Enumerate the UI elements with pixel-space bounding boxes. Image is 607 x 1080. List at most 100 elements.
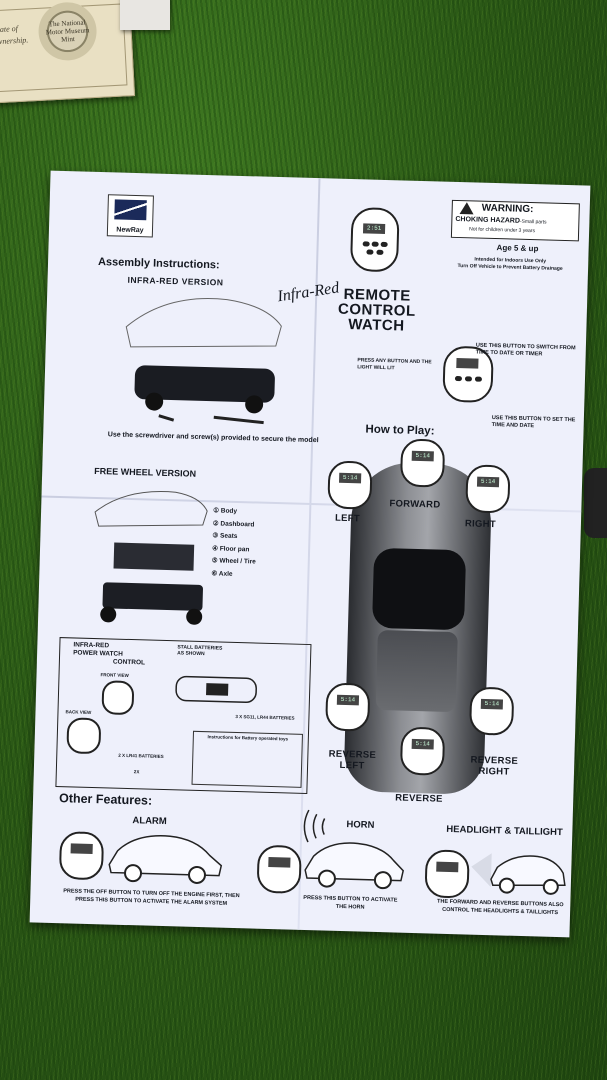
logo-mark-icon bbox=[114, 199, 147, 221]
warning-triangle-icon bbox=[459, 202, 474, 215]
headlight-note: THE FORWARD AND REVERSE BUTTONS ALSO CON… bbox=[436, 898, 564, 917]
choking-sub: -Small parts bbox=[519, 218, 547, 226]
reverse-right-line-1: REVERSE bbox=[470, 754, 519, 767]
right-label: RIGHT bbox=[464, 518, 497, 531]
part-item: ② Dashboard bbox=[212, 519, 255, 528]
certificate-line-2: wnership. bbox=[0, 35, 29, 47]
free-wheel-version-label: FREE WHEEL VERSION bbox=[94, 465, 197, 479]
car-windshield bbox=[371, 547, 467, 631]
car-outline bbox=[175, 675, 257, 704]
wheel-icon bbox=[186, 608, 203, 625]
wheel-icon bbox=[542, 878, 559, 895]
sound-waves-icon bbox=[303, 809, 326, 843]
wheel-icon bbox=[187, 865, 206, 884]
product-title-line-3: WATCH bbox=[347, 315, 405, 335]
watch-button-icon bbox=[362, 241, 370, 247]
watch-left: 5:14 bbox=[327, 460, 373, 510]
age-label: Age 5 & up bbox=[496, 243, 539, 254]
watch-screen: 5:14 bbox=[338, 472, 362, 484]
stall-batteries-label: STALL BATTERIES AS SHOWN bbox=[177, 644, 222, 657]
watch-reverse-right: 5:14 bbox=[469, 686, 515, 736]
watch-screen-blank bbox=[268, 856, 291, 868]
reverse-left-line-2: LEFT bbox=[339, 759, 365, 772]
dashboard-seats bbox=[113, 542, 195, 571]
watch-button-icon bbox=[474, 376, 483, 382]
car-outline bbox=[490, 855, 566, 886]
light-button-note: PRESS ANY BUTTON AND THE LIGHT WILL LIT bbox=[357, 357, 432, 372]
wheel-icon bbox=[245, 395, 264, 414]
reverse-right-line-2: RIGHT bbox=[478, 765, 510, 778]
set-button-note: USE THIS BUTTON TO SET THE TIME AND DATE bbox=[491, 415, 576, 430]
seal-text: The National Motor Museum Mint bbox=[45, 18, 90, 44]
headlight-label: HEADLIGHT & TAILLIGHT bbox=[446, 823, 563, 839]
battery-model-label: 2X bbox=[133, 769, 140, 775]
horn-watch bbox=[256, 844, 302, 894]
left-label: LEFT bbox=[334, 512, 361, 525]
back-view-label: BACK VIEW bbox=[65, 709, 92, 715]
warning-title: WARNING: bbox=[481, 202, 534, 216]
forward-label: FORWARD bbox=[389, 498, 441, 511]
watch-button-icon bbox=[371, 241, 379, 247]
car-rear-deck bbox=[375, 629, 458, 713]
watch-screen-blank bbox=[70, 843, 93, 855]
alarm-note: PRESS THE OFF BUTTON TO TURN OFF THE ENG… bbox=[63, 888, 240, 907]
watch-button-icon bbox=[454, 375, 463, 382]
logo-text: NewRay bbox=[116, 226, 144, 235]
newray-logo: NewRay bbox=[106, 194, 154, 238]
headlight-beam-icon bbox=[471, 853, 492, 888]
reverse-right-label: REVERSE RIGHT bbox=[462, 754, 527, 778]
reverse-label: REVERSE bbox=[395, 792, 443, 805]
car-body-outline bbox=[125, 297, 282, 348]
wheel-icon bbox=[100, 606, 117, 623]
part-item: ⑤ Wheel / Tire bbox=[211, 557, 256, 566]
panel-watch-back bbox=[66, 717, 102, 755]
horn-car-icon bbox=[303, 809, 405, 890]
wheel-icon bbox=[317, 869, 336, 888]
watch-right: 5:14 bbox=[465, 464, 511, 514]
product-title: REMOTE CONTROL WATCH bbox=[316, 286, 437, 335]
parts-list: ① Body ② Dashboard ③ Seats ④ Floor pan ⑤… bbox=[211, 505, 257, 581]
alarm-watch bbox=[58, 831, 105, 881]
watch-forward: 5:14 bbox=[399, 438, 446, 488]
part-item: ③ Seats bbox=[212, 532, 238, 540]
assembly-title: Assembly Instructions: bbox=[97, 255, 220, 272]
floor-pan bbox=[102, 582, 203, 611]
screwdriver-note: Use the screwdriver and screw(s) provide… bbox=[107, 431, 319, 445]
white-box bbox=[120, 0, 170, 30]
screwdriver-icon bbox=[158, 414, 264, 425]
alarm-car-icon bbox=[108, 835, 223, 884]
headlight-watch bbox=[424, 849, 470, 899]
watch-button-icon bbox=[376, 249, 384, 255]
reverse-left-line-1: REVERSE bbox=[328, 748, 377, 761]
part-item: ① Body bbox=[213, 507, 238, 515]
instruction-sheet: NewRay WARNING: CHOKING HAZARD-Small par… bbox=[29, 170, 591, 938]
panel-watch-front bbox=[101, 680, 135, 716]
indoors-note: Intended for Indoors Use Only Turn Off V… bbox=[440, 256, 580, 274]
watch-screen-blank bbox=[456, 358, 479, 369]
horn-note: PRESS THIS BUTTON TO ACTIVATE THE HORN bbox=[303, 894, 398, 911]
watch-button-icon bbox=[366, 249, 374, 255]
power-panel-title: INFRA-RED POWER WATCH CONTROL bbox=[73, 641, 146, 667]
watch-screen: 5:14 bbox=[480, 698, 504, 710]
battery-instructions-title: Instructions for Battery operated toys bbox=[207, 734, 289, 742]
watch-screen-blank bbox=[436, 861, 459, 873]
wheel-icon bbox=[124, 864, 143, 883]
watch-button-icon bbox=[380, 241, 388, 248]
watch-reverse: 5:14 bbox=[399, 726, 446, 776]
part-item: ④ Floor pan bbox=[212, 544, 250, 553]
certificate-card: cate of wnership. The National Motor Mus… bbox=[0, 0, 136, 104]
other-features-title: Other Features: bbox=[58, 791, 153, 808]
car-assembly-diagram bbox=[125, 297, 282, 425]
part-item: ⑥ Axle bbox=[211, 569, 233, 578]
watch-reverse-left: 5:14 bbox=[325, 682, 371, 732]
how-to-play-title: How to Play: bbox=[365, 423, 435, 438]
car-body-outline bbox=[94, 491, 208, 527]
battery-icon bbox=[206, 683, 229, 696]
watch-screen: 5:14 bbox=[476, 476, 500, 488]
watch-button-icon bbox=[464, 376, 473, 382]
switch-button-note: USE THIS BUTTON TO SWITCH FROM TIME TO D… bbox=[475, 342, 576, 358]
car-chassis bbox=[134, 365, 275, 403]
wheel-icon bbox=[373, 871, 392, 890]
watch-screen: 5:14 bbox=[336, 694, 360, 706]
battery-car-diagram bbox=[175, 675, 257, 704]
